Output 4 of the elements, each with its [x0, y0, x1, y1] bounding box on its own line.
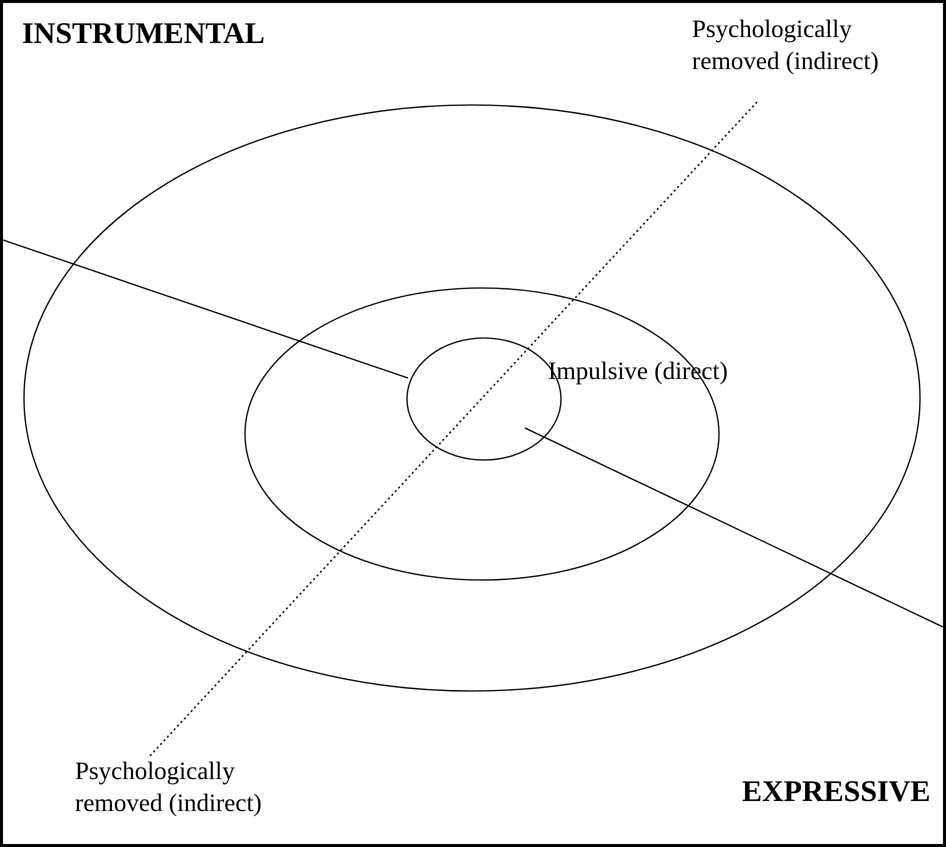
- quadrant-heading: INSTRUMENTAL: [22, 16, 265, 52]
- quadrant-heading: EXPRESSIVE: [742, 774, 930, 810]
- axis-label: Psychologically removed (indirect): [75, 757, 263, 819]
- axis-label: Psychologically removed (indirect): [692, 15, 880, 77]
